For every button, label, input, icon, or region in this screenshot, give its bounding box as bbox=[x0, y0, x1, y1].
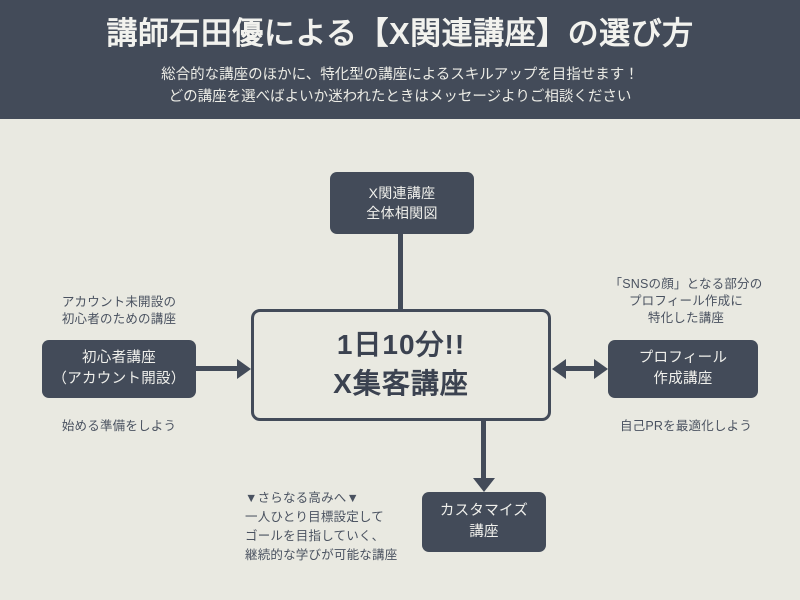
caption-profile-below-line-1: 自己PRを最適化しよう bbox=[619, 419, 753, 433]
caption-beginner-above-line-1: アカウント未開設の bbox=[61, 295, 177, 309]
node-main-course-line-2: X集客講座 bbox=[333, 368, 469, 399]
page-subtitle: 総合的な講座のほかに、特化型の講座によるスキルアップを目指せます！ どの講座を選… bbox=[0, 64, 800, 108]
node-beginner-course-line-2: （アカウント開設） bbox=[52, 371, 186, 387]
node-customize-course[interactable]: カスタマイズ 講座 bbox=[422, 492, 546, 552]
node-profile-course-line-2: 作成講座 bbox=[653, 371, 713, 387]
caption-customize-line-1: ▼さらなる高みへ▼ bbox=[245, 491, 360, 505]
connector-left-to-center bbox=[196, 366, 238, 371]
caption-customize-line-2: 一人ひとり目標設定して bbox=[245, 510, 384, 524]
caption-profile-course-above: 「SNSの顔」となる部分の プロフィール作成に 特化した講座 bbox=[596, 276, 776, 327]
node-overall-chart-line-2: 全体相関図 bbox=[366, 205, 438, 221]
node-overall-chart-line-1: X関連講座 bbox=[368, 184, 436, 201]
node-overall-chart[interactable]: X関連講座 全体相関図 bbox=[330, 172, 474, 234]
caption-customize-line-3: ゴールを目指していく、 bbox=[245, 529, 385, 543]
caption-beginner-course-below: 始める準備をしよう bbox=[42, 418, 196, 435]
arrow-down-icon bbox=[472, 478, 495, 492]
caption-beginner-below-line-1: 始める準備をしよう bbox=[61, 419, 177, 433]
caption-profile-above-line-2: プロフィール作成に bbox=[628, 294, 744, 308]
node-main-course-line-1: 1日10分!! bbox=[336, 329, 466, 361]
node-customize-course-line-2: 講座 bbox=[469, 524, 499, 540]
caption-customize-line-4: 継続的な学びが可能な講座 bbox=[245, 548, 398, 562]
connector-top-to-center bbox=[398, 234, 403, 309]
node-customize-course-line-1: カスタマイズ bbox=[439, 502, 529, 519]
connector-center-to-right bbox=[566, 366, 596, 371]
caption-profile-above-line-3: 特化した講座 bbox=[647, 311, 725, 325]
connector-center-to-bottom bbox=[481, 421, 486, 479]
page-subtitle-line-2: どの講座を選べばよいか迷われたときはメッセージよりご相談ください bbox=[168, 89, 632, 105]
node-profile-course[interactable]: プロフィール 作成講座 bbox=[608, 340, 758, 398]
arrow-left-icon bbox=[552, 358, 566, 379]
arrow-right-icon bbox=[237, 358, 251, 379]
caption-profile-course-below: 自己PRを最適化しよう bbox=[596, 418, 776, 435]
page-subtitle-line-1: 総合的な講座のほかに、特化型の講座によるスキルアップを目指せます！ bbox=[161, 67, 639, 83]
caption-beginner-course-above: アカウント未開設の 初心者のための講座 bbox=[42, 294, 196, 328]
node-main-course[interactable]: 1日10分!! X集客講座 bbox=[251, 309, 551, 421]
node-profile-course-line-1: プロフィール bbox=[638, 349, 728, 366]
caption-customize-course: ▼さらなる高みへ▼ 一人ひとり目標設定して ゴールを目指していく、 継続的な学び… bbox=[245, 489, 415, 565]
arrow-right-icon bbox=[594, 358, 608, 379]
node-beginner-course-line-1: 初心者講座 bbox=[82, 349, 156, 366]
caption-profile-above-line-1: 「SNSの顔」となる部分の bbox=[609, 277, 763, 291]
page-title: 講師石田優による【X関連講座】の選び方 bbox=[106, 16, 694, 51]
node-beginner-course[interactable]: 初心者講座 （アカウント開設） bbox=[42, 340, 196, 398]
header-band: 講師石田優による【X関連講座】の選び方 総合的な講座のほかに、特化型の講座による… bbox=[0, 0, 800, 119]
caption-beginner-above-line-2: 初心者のための講座 bbox=[61, 312, 177, 326]
